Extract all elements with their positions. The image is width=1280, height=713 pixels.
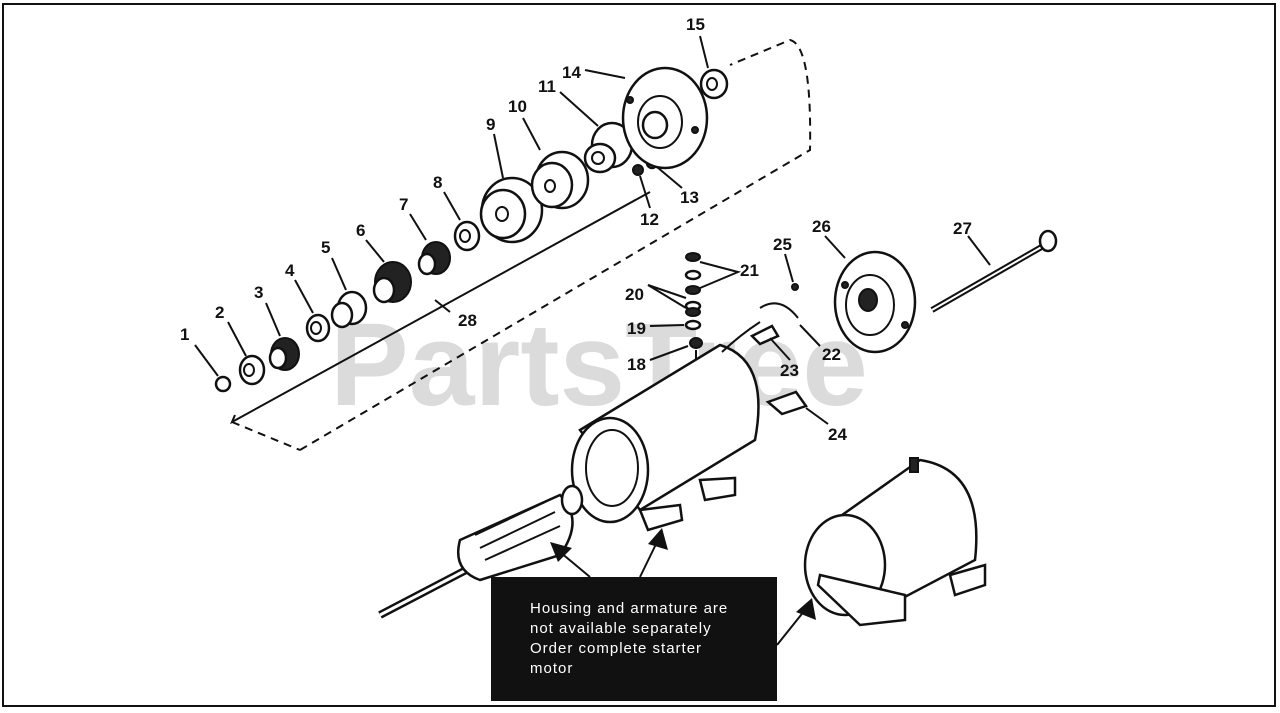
svg-text:27: 27 — [953, 219, 972, 238]
part-19-insulator — [684, 319, 702, 331]
svg-text:7: 7 — [399, 195, 408, 214]
assembly-bracket-28 — [229, 38, 812, 451]
callout-18: 18 — [627, 345, 689, 374]
part-20-washers — [684, 300, 702, 317]
svg-text:13: 13 — [680, 188, 699, 207]
part-25-screw — [791, 283, 799, 291]
svg-text:18: 18 — [627, 355, 646, 374]
note-line-3: Order complete starter — [530, 640, 702, 657]
note-arrows — [550, 528, 816, 646]
part-1-nut — [214, 375, 232, 393]
part-27-through-bolt — [930, 229, 1058, 313]
diagram-border — [2, 3, 1276, 707]
part-8-washer — [453, 220, 481, 252]
callout-10: 10 — [508, 97, 541, 151]
armature — [378, 484, 584, 619]
callout-15: 15 — [686, 15, 709, 69]
svg-text:2: 2 — [215, 303, 224, 322]
svg-text:11: 11 — [538, 77, 556, 96]
callout-2: 2 — [215, 303, 247, 357]
callout-28: 28 — [434, 299, 477, 330]
callout-25: 25 — [773, 235, 794, 283]
svg-text:24: 24 — [828, 425, 847, 444]
callout-22: 22 — [799, 324, 841, 364]
callout-26: 26 — [812, 217, 846, 259]
part-10-spacer — [530, 150, 590, 210]
svg-text:4: 4 — [285, 261, 295, 280]
callout-9: 9 — [486, 115, 504, 179]
callout-11: 11 — [538, 77, 599, 127]
svg-text:20: 20 — [625, 285, 644, 304]
svg-text:26: 26 — [812, 217, 831, 236]
part-14-drive-end-plate — [621, 66, 709, 170]
svg-text:19: 19 — [627, 319, 646, 338]
svg-text:21: 21 — [740, 261, 759, 280]
note-line-4: motor — [530, 660, 573, 677]
callout-27: 27 — [953, 219, 991, 266]
svg-text:6: 6 — [356, 221, 365, 240]
svg-text:3: 3 — [254, 283, 263, 302]
callout-21: 21 — [699, 261, 759, 289]
callout-13: 13 — [656, 166, 699, 207]
part-26-commutator-end-plate — [833, 250, 917, 354]
callout-14: 14 — [562, 63, 626, 82]
callout-4: 4 — [285, 261, 314, 314]
part-5-collar — [330, 290, 368, 329]
svg-text:28: 28 — [458, 311, 477, 330]
part-24-brush — [765, 390, 809, 416]
callout-6: 6 — [356, 221, 385, 263]
callout-7: 7 — [399, 195, 427, 241]
svg-text:25: 25 — [773, 235, 792, 254]
svg-text:22: 22 — [822, 345, 841, 364]
svg-text:1: 1 — [180, 325, 189, 344]
svg-text:9: 9 — [486, 115, 495, 134]
complete-starter-motor — [803, 457, 987, 627]
part-7-drive-sleeve — [417, 241, 451, 276]
callout-8: 8 — [433, 173, 461, 221]
svg-text:15: 15 — [686, 15, 705, 34]
part-9-spacer — [479, 176, 544, 244]
svg-text:8: 8 — [433, 173, 442, 192]
part-15-washer — [699, 68, 729, 100]
part-12-nut — [632, 164, 644, 176]
callout-23: 23 — [769, 337, 799, 380]
callout-20: 20 — [625, 284, 687, 309]
callout-24: 24 — [805, 407, 847, 444]
svg-text:23: 23 — [780, 361, 799, 380]
callout-19: 19 — [627, 319, 685, 338]
svg-text:12: 12 — [640, 210, 659, 229]
part-23-brush — [749, 324, 780, 346]
svg-text:14: 14 — [562, 63, 581, 82]
callout-1: 1 — [180, 325, 219, 377]
part-6-pinion-gear — [372, 261, 412, 304]
note-line-2: not available separately — [530, 620, 712, 637]
svg-text:5: 5 — [321, 238, 330, 257]
part-11-bushing — [583, 121, 634, 174]
part-2-washer — [238, 354, 266, 386]
callout-12: 12 — [639, 175, 659, 229]
starter-housing — [570, 321, 761, 532]
callout-3: 3 — [254, 283, 281, 337]
svg-text:10: 10 — [508, 97, 527, 116]
callout-5: 5 — [321, 238, 347, 291]
part-21-washers — [684, 252, 702, 295]
part-4-washer — [305, 313, 331, 343]
note-box: Housing and armature are not available s… — [491, 577, 777, 701]
note-line-1: Housing and armature are — [530, 600, 728, 617]
part-3-spring — [268, 337, 300, 371]
part-22-brush-spring — [759, 302, 799, 319]
